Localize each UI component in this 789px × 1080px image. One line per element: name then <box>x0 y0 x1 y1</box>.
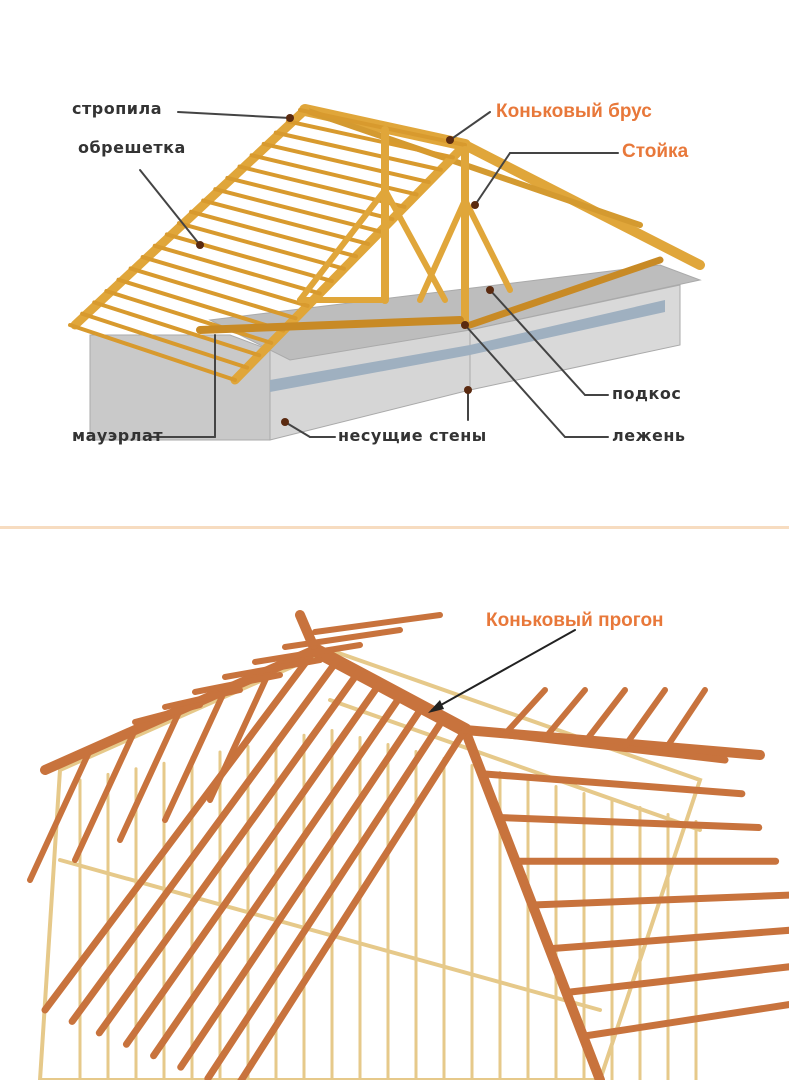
strut <box>297 187 388 303</box>
leader-dot <box>486 286 494 294</box>
leader-dot <box>464 386 472 394</box>
back-rafter <box>282 627 403 650</box>
right-purlin <box>302 107 643 228</box>
leader-dot <box>471 201 479 209</box>
label-battens: обрешетка <box>78 138 186 157</box>
sill-beam-right <box>470 300 665 355</box>
common-rafter <box>237 726 469 1080</box>
strut <box>462 197 513 293</box>
label-sill: лежень <box>612 426 686 445</box>
strut <box>382 187 448 303</box>
batten <box>176 221 346 271</box>
hip-roof-diagram: Коньковый прогон <box>0 530 789 1080</box>
back-right-rafter <box>622 687 668 749</box>
wall-plate <box>196 316 464 334</box>
back-right-rafter <box>662 687 708 753</box>
batten <box>273 130 443 172</box>
label-bearing-walls: несущие стены <box>338 426 487 445</box>
back-right-rafter <box>502 687 548 737</box>
leader-post <box>474 152 511 206</box>
back-rafter <box>162 687 243 710</box>
common-rafter <box>122 680 383 1048</box>
arrow-line <box>431 629 576 711</box>
batten <box>261 141 431 185</box>
wall-frame <box>37 647 703 1080</box>
arrow-head <box>428 700 444 713</box>
wall-top-plate <box>328 698 702 832</box>
label-post: Стойка <box>622 141 689 162</box>
back-rafter <box>252 642 363 665</box>
rafter-front <box>230 140 470 385</box>
sill-beam-left <box>270 345 470 392</box>
leader-dot <box>461 321 469 329</box>
sill <box>466 256 664 329</box>
batten <box>152 243 322 296</box>
leader-dot <box>446 136 454 144</box>
back-right-rafter <box>582 687 628 745</box>
batten <box>68 323 237 382</box>
jack-rafter <box>27 747 93 883</box>
jack-rafter <box>117 707 183 843</box>
right-rafter <box>579 1001 789 1040</box>
common-rafter <box>95 669 362 1037</box>
common-rafter <box>177 703 426 1071</box>
batten <box>164 232 334 284</box>
leader-sill <box>464 324 566 438</box>
batten <box>285 119 455 160</box>
batten <box>189 209 359 259</box>
jack-rafter <box>72 727 138 863</box>
leader-dot <box>196 241 204 249</box>
back-right-rafter <box>542 687 588 741</box>
batten <box>213 187 383 234</box>
common-rafter <box>150 692 405 1060</box>
leader-walls <box>284 421 311 438</box>
batten <box>128 266 298 321</box>
hip-roof-illustration <box>27 610 789 1080</box>
leader-dot <box>281 418 289 426</box>
right-rafter <box>478 770 746 798</box>
leader-ridge <box>449 111 491 141</box>
right-rafter <box>545 926 789 953</box>
label-rafters: стропила <box>72 99 162 118</box>
leader-dot <box>286 114 294 122</box>
gable-roof-diagram: стропила обрешетка Коньковый брус Стойка… <box>0 0 789 525</box>
batten <box>201 198 371 246</box>
leader-strut <box>489 289 586 396</box>
right-rafter <box>495 814 763 831</box>
back-rafter <box>312 612 443 635</box>
back-rafter <box>192 672 283 695</box>
back-rafter <box>222 657 323 680</box>
batten <box>140 255 310 308</box>
batten <box>92 300 262 358</box>
batten <box>80 311 250 370</box>
back-rafter <box>132 702 203 725</box>
section-divider <box>0 526 789 529</box>
jack-rafter <box>207 667 273 803</box>
label-wall-plate: мауэрлат <box>72 426 164 445</box>
label-ridge-purlin: Коньковый прогон <box>486 610 664 631</box>
gable-roof-illustration <box>68 104 705 441</box>
ridge-purlin <box>308 643 472 737</box>
common-rafter <box>41 646 319 1014</box>
strut <box>417 197 468 303</box>
jack-rafter <box>162 687 228 823</box>
label-ridge-beam: Коньковый брус <box>496 101 652 122</box>
right-rafter <box>461 726 729 764</box>
label-strut: подкос <box>612 384 682 403</box>
right-rafter <box>562 963 789 996</box>
leader-battens <box>139 169 201 246</box>
common-rafter <box>68 657 340 1025</box>
batten <box>249 153 419 197</box>
leader-rafters <box>177 111 291 119</box>
batten <box>116 277 286 333</box>
common-rafter <box>204 715 448 1080</box>
batten <box>104 289 274 345</box>
right-rafter <box>529 891 789 909</box>
